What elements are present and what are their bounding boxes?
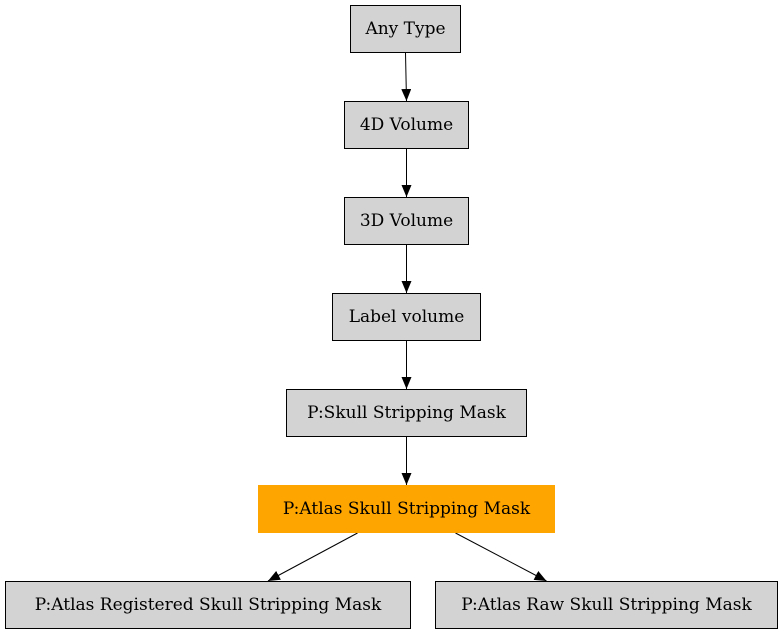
edge-arrow	[267, 532, 358, 582]
node-skull-stripping-mask[interactable]: P:Skull Stripping Mask	[286, 389, 527, 437]
node-3d-volume[interactable]: 3D Volume	[344, 197, 469, 245]
node-label: Label volume	[348, 307, 465, 327]
node-label: 4D Volume	[359, 115, 454, 135]
node-label: P:Atlas Registered Skull Stripping Mask	[34, 595, 382, 615]
node-label: 3D Volume	[359, 211, 454, 231]
edges-layer	[267, 52, 547, 582]
node-atlas-raw-skull-stripping-mask[interactable]: P:Atlas Raw Skull Stripping Mask	[435, 581, 778, 629]
node-label-volume[interactable]: Label volume	[332, 293, 481, 341]
edge-arrow	[401, 52, 412, 102]
node-atlas-registered-skull-stripping-mask[interactable]: P:Atlas Registered Skull Stripping Mask	[5, 581, 411, 629]
node-label: Any Type	[365, 19, 446, 39]
node-label: P:Atlas Raw Skull Stripping Mask	[461, 595, 752, 615]
node-label: P:Skull Stripping Mask	[307, 403, 506, 423]
node-4d-volume[interactable]: 4D Volume	[344, 101, 469, 149]
edge-arrow	[455, 532, 547, 582]
node-any-type[interactable]: Any Type	[350, 5, 461, 53]
node-atlas-skull-stripping-mask[interactable]: P:Atlas Skull Stripping Mask	[258, 485, 555, 533]
node-label: P:Atlas Skull Stripping Mask	[282, 499, 531, 519]
